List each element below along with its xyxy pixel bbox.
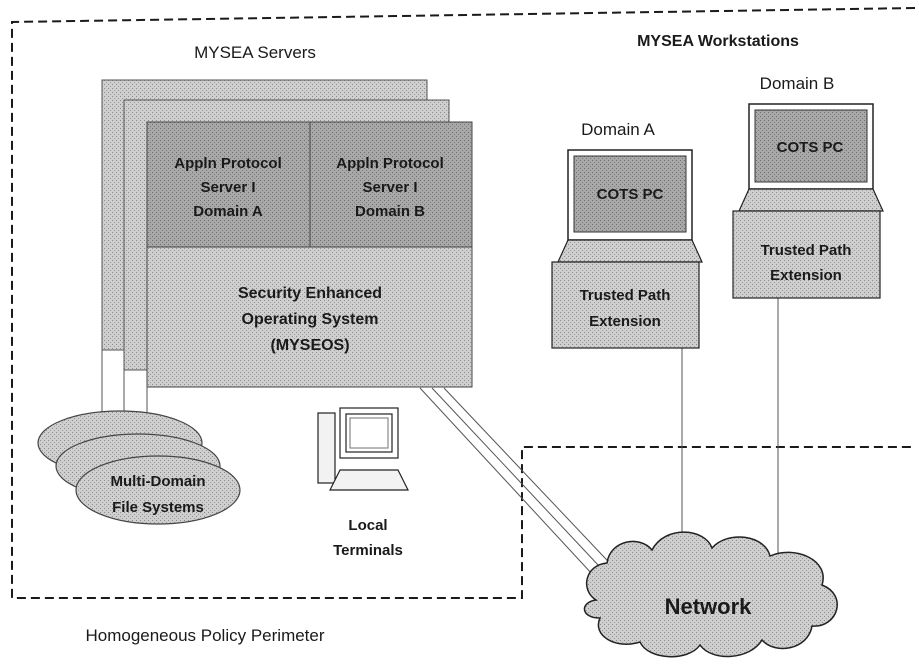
- domain-b-title: Domain B: [760, 74, 835, 93]
- perimeter-boundary-left: [11, 7, 916, 599]
- perimeter-boundary: [11, 7, 916, 599]
- server-stack: [101, 79, 473, 450]
- domain-a-title: Domain A: [581, 120, 655, 139]
- tpe-b-line1: Trusted Path: [761, 242, 852, 259]
- perimeter-caption: Homogeneous Policy Perimeter: [85, 626, 324, 645]
- domain-a-laptop-base: [557, 239, 703, 263]
- domain-b-laptop-base: [738, 188, 884, 212]
- app-server-a-line3: Domain A: [193, 203, 263, 220]
- app-server-b-line3: Domain B: [355, 203, 425, 220]
- file-systems-line1: Multi-Domain: [111, 473, 206, 490]
- app-server-a-box: [146, 121, 311, 248]
- app-server-a-line2: Server I: [200, 179, 255, 196]
- local-terminals-line1: Local: [348, 517, 387, 534]
- app-server-b-line2: Server I: [362, 179, 417, 196]
- app-server-a-line1: Appln Protocol: [174, 155, 282, 172]
- cots-pc-b-label: COTS PC: [777, 139, 844, 156]
- file-systems-line2: File Systems: [112, 499, 204, 516]
- network-cloud: [583, 531, 838, 658]
- myseos-line2: Operating System: [242, 311, 379, 328]
- servers-title: MYSEA Servers: [194, 43, 316, 62]
- domain-b-workstation: [732, 103, 884, 299]
- domain-b-laptop-screen: [754, 109, 868, 183]
- cots-pc-a-label: COTS PC: [597, 186, 664, 203]
- myseos-line1: Security Enhanced: [238, 285, 382, 302]
- domain-a-workstation: [551, 149, 703, 349]
- domain-b-tpe-box: [732, 210, 881, 299]
- tpe-b-line2: Extension: [770, 267, 842, 284]
- app-server-b-line1: Appln Protocol: [336, 155, 444, 172]
- workstations-title: MYSEA Workstations: [637, 33, 799, 50]
- network-label: Network: [665, 594, 753, 619]
- app-server-b-box: [309, 121, 473, 248]
- myseos-line3: (MYSEOS): [270, 337, 349, 354]
- local-terminal-icon: [317, 407, 409, 491]
- domain-a-laptop-screen: [573, 155, 687, 233]
- tpe-a-line2: Extension: [589, 313, 661, 330]
- server-network-links: [419, 387, 623, 589]
- domain-a-tpe-box: [551, 261, 700, 349]
- file-system-oval-front: [75, 455, 241, 525]
- tpe-a-line1: Trusted Path: [580, 287, 671, 304]
- file-systems: [37, 410, 241, 525]
- local-terminals-line2: Terminals: [333, 542, 403, 559]
